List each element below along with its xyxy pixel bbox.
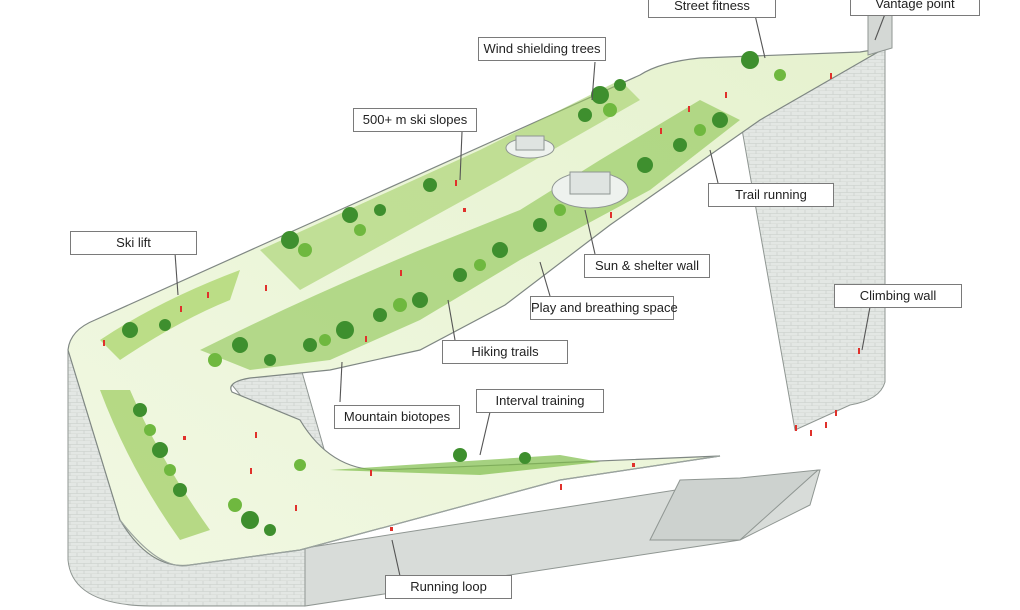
- callout-wind-shielding-trees: Wind shielding trees: [478, 37, 606, 61]
- callout-ski-slopes: 500+ m ski slopes: [353, 108, 477, 132]
- callout-interval-training: Interval training: [476, 389, 604, 413]
- vegetation: [100, 51, 786, 540]
- callout-trail-running: Trail running: [708, 183, 834, 207]
- callout-ski-lift: Ski lift: [70, 231, 197, 255]
- callout-running-loop: Running loop: [385, 575, 512, 599]
- callout-climbing-wall: Climbing wall: [834, 284, 962, 308]
- callout-hiking-trails: Hiking trails: [442, 340, 568, 364]
- callout-sun-shelter-wall: Sun & shelter wall: [584, 254, 710, 278]
- leader-lines: [174, 13, 886, 577]
- people-markers: [103, 73, 860, 531]
- callout-street-fitness: Street fitness: [648, 0, 776, 18]
- callout-mountain-biotopes: Mountain biotopes: [334, 405, 460, 429]
- vantage-chimney: [867, 14, 893, 56]
- callout-play-breathing-space: Play and breathing space: [530, 296, 678, 320]
- callout-vantage-point: Vantage point: [850, 0, 980, 16]
- sun-shelter-structures: [505, 135, 629, 209]
- running-loop-track: [119, 455, 721, 567]
